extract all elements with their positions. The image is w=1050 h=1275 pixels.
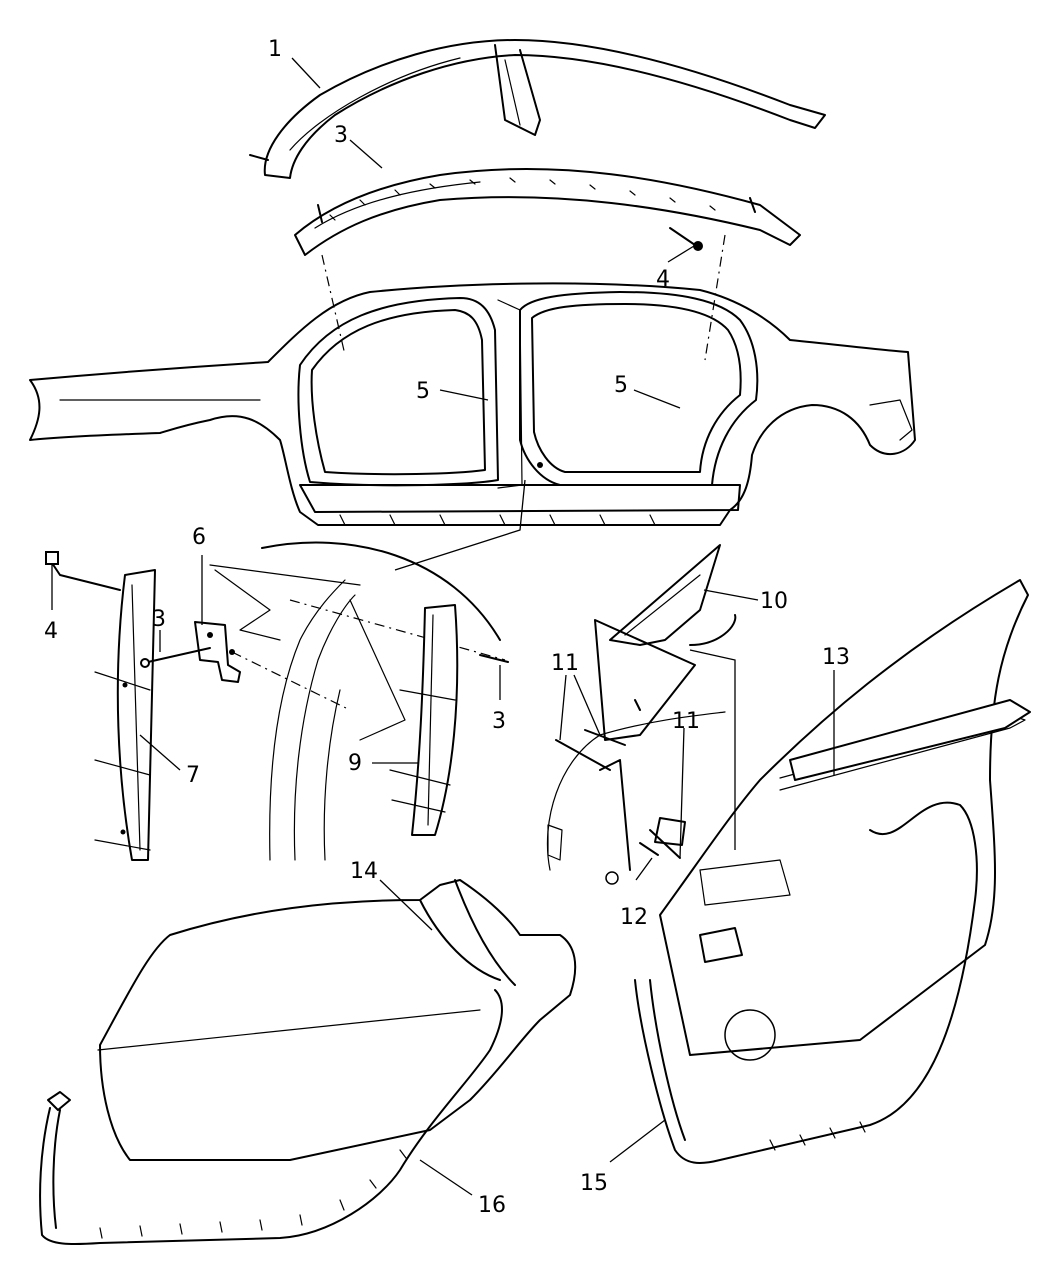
rear-door-assembly (39, 879, 577, 1245)
callout-4: 4 (656, 267, 670, 292)
callout-1: 1 (268, 37, 282, 62)
leader-lines (51, 57, 835, 1196)
callout-10: 10 (760, 589, 788, 614)
front-door-assembly (634, 579, 1031, 1164)
callout-12: 12 (620, 905, 648, 930)
callout-11: 11 (672, 709, 700, 734)
callout-15: 15 (580, 1171, 608, 1196)
mirror-flag-detail (546, 544, 737, 885)
callout-3: 3 (334, 123, 348, 148)
callout-labels: 1 3 4 5 5 6 4 3 3 7 9 10 11 11 12 13 14 … (44, 37, 850, 1218)
detail-arc (261, 541, 501, 641)
detail-connector (394, 479, 526, 571)
callout-11: 11 (551, 651, 579, 676)
callout-5: 5 (614, 373, 628, 398)
callout-14: 14 (350, 859, 378, 884)
b-pillar-detail (45, 551, 509, 861)
callout-13: 13 (822, 645, 850, 670)
callout-16: 16 (478, 1193, 506, 1218)
callout-9: 9 (348, 751, 362, 776)
callout-7: 7 (186, 763, 200, 788)
install-line (321, 254, 346, 356)
callout-3: 3 (492, 709, 506, 734)
callout-4: 4 (44, 619, 58, 644)
roof-rail-retainer-part (294, 168, 801, 256)
callout-5: 5 (416, 379, 430, 404)
callout-6: 6 (192, 525, 206, 550)
callout-3: 3 (152, 607, 166, 632)
roof-rail-part (249, 39, 826, 179)
body-side-panel (29, 282, 916, 526)
